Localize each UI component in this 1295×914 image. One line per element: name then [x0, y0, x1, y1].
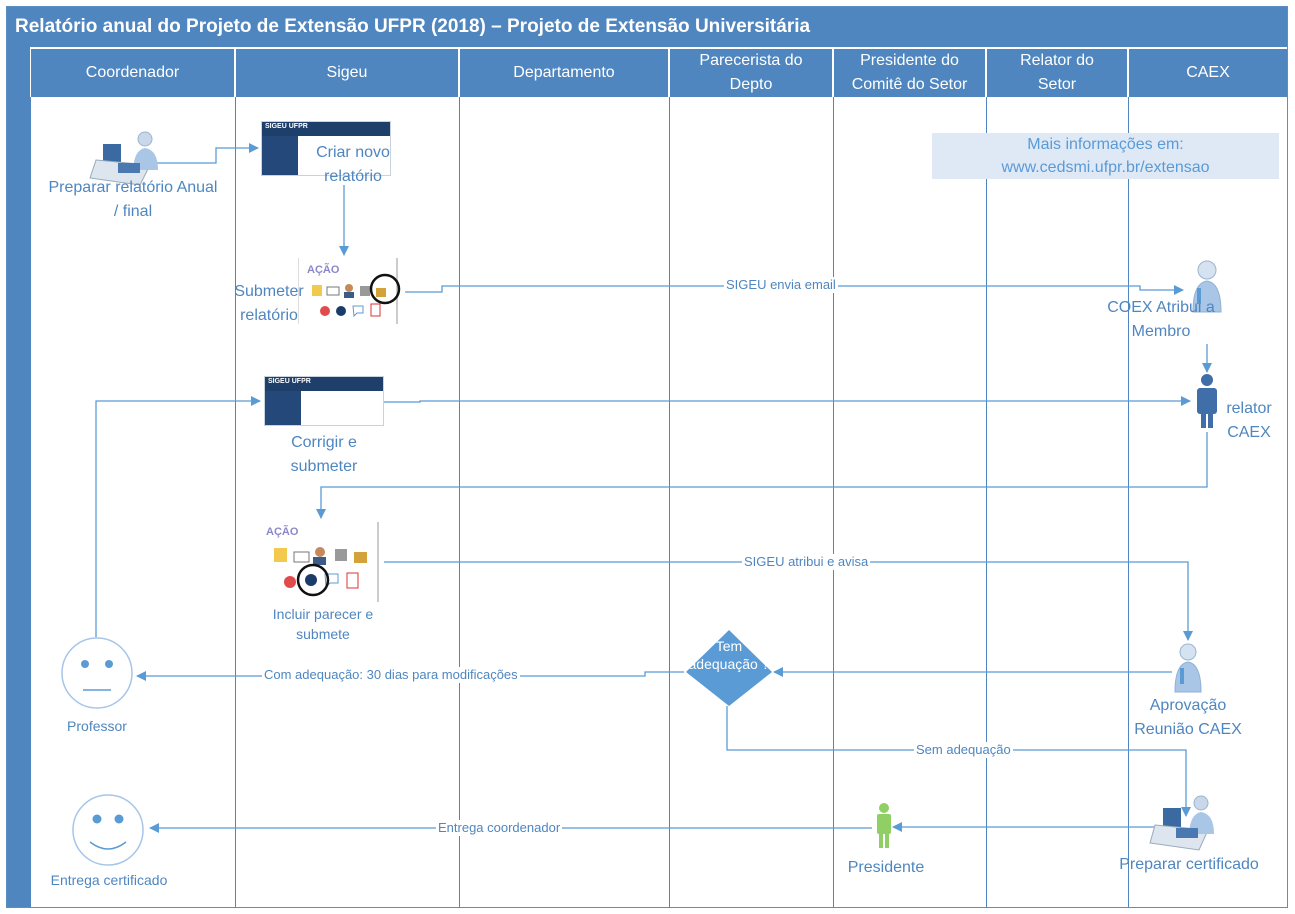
preparar-certificado-label: Preparar certificado: [1119, 856, 1259, 873]
ufpr-brand: UFPR: [288, 123, 308, 130]
action-icons: [312, 284, 386, 318]
smiley-face-icon: [72, 794, 144, 866]
diagram-title: Relatório anual do Projeto de Extensão U…: [7, 7, 1287, 47]
connector-label-atribui: SIGEU atribui e avisa: [742, 554, 871, 570]
action-title: AÇÃO: [266, 526, 299, 538]
lane-header-caex: CAEX: [1129, 49, 1287, 97]
flow-arrow: [95, 396, 261, 637]
lane-separator: [1128, 97, 1129, 907]
connector-label-entrega-coordenador: Entrega coordenador: [436, 820, 563, 836]
flow-arrow: [726, 706, 1191, 817]
lane-separator: [459, 97, 460, 907]
professor-label: Professor: [67, 718, 127, 734]
ufpr-brand: UFPR: [291, 378, 311, 385]
person-icon: [1174, 643, 1202, 693]
lane-separator: [30, 97, 31, 907]
lane-separator: [833, 97, 834, 907]
computer-user-icon: [1149, 795, 1214, 851]
decision-label: Tem adequação ?: [688, 638, 770, 672]
lane-header-relator-setor: Relator do Setor: [987, 49, 1127, 97]
highlight-circle: [296, 563, 330, 597]
corrigir-submeter-label: Corrigir e submeter: [290, 434, 358, 475]
sigeu-brand: SIGEU: [268, 378, 290, 385]
incluir-parecer-label: Incluir parecer e submete: [272, 606, 374, 642]
lane-separator: [235, 97, 236, 907]
computer-user-icon: [89, 131, 158, 186]
diagram-frame: [6, 6, 1288, 908]
sigeu-screen-thumbnail: SIGEU UFPR: [264, 376, 384, 426]
sigeu-screen-thumbnail: SIGEU UFPR: [261, 121, 391, 176]
decision-diamond: [686, 630, 772, 706]
professor-face-icon: [61, 637, 133, 709]
presidente-person-icon: [877, 803, 891, 848]
coex-label: COEX Atribui a Membro: [1107, 299, 1215, 340]
connector-label-envia-email: SIGEU envia email: [724, 277, 838, 293]
lane-header-coordenador: Coordenador: [31, 49, 234, 97]
action-icons: [274, 547, 367, 589]
presidente-label: Presidente: [847, 859, 925, 876]
preparar-relatorio-label: Preparar relatório Anual / final: [48, 179, 218, 220]
lane-header-departamento: Departamento: [460, 49, 668, 97]
submeter-relatorio-label: Submeter relatório: [234, 283, 304, 324]
pool-band: [7, 47, 30, 907]
flow-arrow: [156, 143, 259, 164]
info-line-1: Mais informações em:: [1027, 136, 1184, 153]
lane-header-parecerista: Parecerista do Depto: [670, 49, 832, 97]
connector-label-sem-adequacao: Sem adequação: [914, 742, 1013, 758]
criar-novo-relatorio-label: Criar novo relatório: [316, 144, 390, 185]
person-icon: [1192, 260, 1222, 313]
lane-separator: [986, 97, 987, 907]
relator-person-icon: [1197, 374, 1217, 428]
relator-caex-label: relator CAEX: [1226, 400, 1272, 441]
lane-header-sigeu: Sigeu: [236, 49, 458, 97]
info-link[interactable]: www.cedsmi.ufpr.br/extensao: [1001, 159, 1210, 176]
action-title: AÇÃO: [307, 264, 340, 276]
highlight-circle: [369, 273, 401, 305]
info-box: Mais informações em: www.cedsmi.ufpr.br/…: [932, 133, 1279, 179]
aprovacao-label: Aprovação Reunião CAEX: [1134, 697, 1242, 738]
lane-separator: [669, 97, 670, 907]
entrega-certificado-label: Entrega certificado: [50, 872, 168, 888]
sigeu-brand: SIGEU: [265, 123, 287, 130]
flow-arrow: [384, 561, 1193, 641]
flow-arrow: [316, 432, 1208, 519]
lane-header-presidente-comite: Presidente do Comitê do Setor: [834, 49, 985, 97]
connector-label-com-adequacao: Com adequação: 30 dias para modificações: [262, 667, 520, 683]
flow-arrow: [384, 396, 1191, 406]
